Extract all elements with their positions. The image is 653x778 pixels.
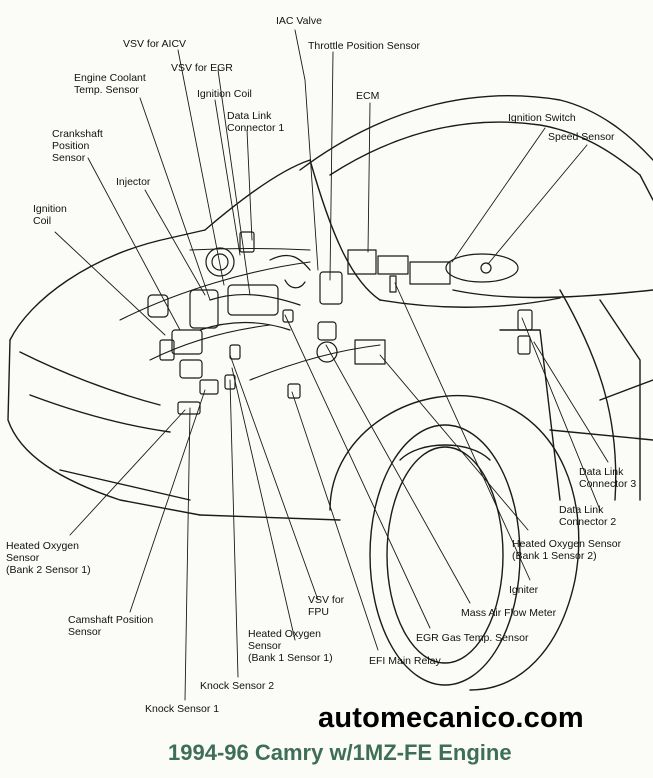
label-egr-gas-temp-sensor: EGR Gas Temp. Sensor [416, 632, 529, 644]
label-igniter: Igniter [509, 584, 539, 596]
label-engine-coolant-temp-sensor: Engine Coolant Temp. Sensor [74, 72, 146, 96]
label-data-link-connector-2: Data Link Connector 2 [559, 504, 617, 528]
label-crankshaft-position-sensor: Crankshaft Position Sensor [52, 128, 103, 164]
label-ecm: ECM [356, 90, 380, 102]
label-vsv-egr: VSV for EGR [171, 62, 233, 74]
hood-lines [119, 247, 381, 381]
label-knock-sensor-2: Knock Sensor 2 [200, 680, 275, 692]
label-mass-air-flow-meter: Mass Air Flow Meter [461, 607, 557, 619]
watermark-text: automecanico.com [318, 702, 584, 734]
label-data-link-connector-1: Data Link Connector 1 [227, 110, 285, 134]
label-ho2-bank1-sensor2: Heated Oxygen Sensor (Bank 1 Sensor 2) [512, 538, 622, 562]
label-injector: Injector [116, 176, 151, 188]
label-ho2-bank2-sensor1: Heated Oxygen Sensor (Bank 2 Sensor 1) [6, 540, 91, 576]
leader-lines [54, 29, 609, 701]
engine-components [147, 231, 533, 415]
label-iac-valve: IAC Valve [276, 15, 322, 27]
label-ignition-coil-top: Ignition Coil [197, 88, 252, 100]
label-data-link-connector-3: Data Link Connector 3 [579, 466, 637, 490]
label-speed-sensor: Speed Sensor [548, 131, 615, 143]
label-efi-main-relay: EFI Main Relay [369, 655, 441, 667]
label-camshaft-position-sensor: Camshaft Position Sensor [68, 614, 154, 638]
label-ignition-coil-left: Ignition Coil [33, 203, 67, 227]
label-ignition-switch: Ignition Switch [508, 112, 576, 124]
label-throttle-position-sensor: Throttle Position Sensor [308, 40, 421, 52]
front-wheel [329, 395, 580, 691]
label-vsv-aicv: VSV for AICV [123, 38, 187, 50]
label-ho2-bank1-sensor1: Heated Oxygen Sensor (Bank 1 Sensor 1) [248, 628, 333, 664]
car-body-outline [7, 95, 653, 521]
label-vsv-fpu: VSV for FPU [308, 594, 345, 618]
diagram-caption: 1994-96 Camry w/1MZ-FE Engine [168, 740, 512, 765]
label-knock-sensor-1: Knock Sensor 1 [145, 703, 220, 715]
